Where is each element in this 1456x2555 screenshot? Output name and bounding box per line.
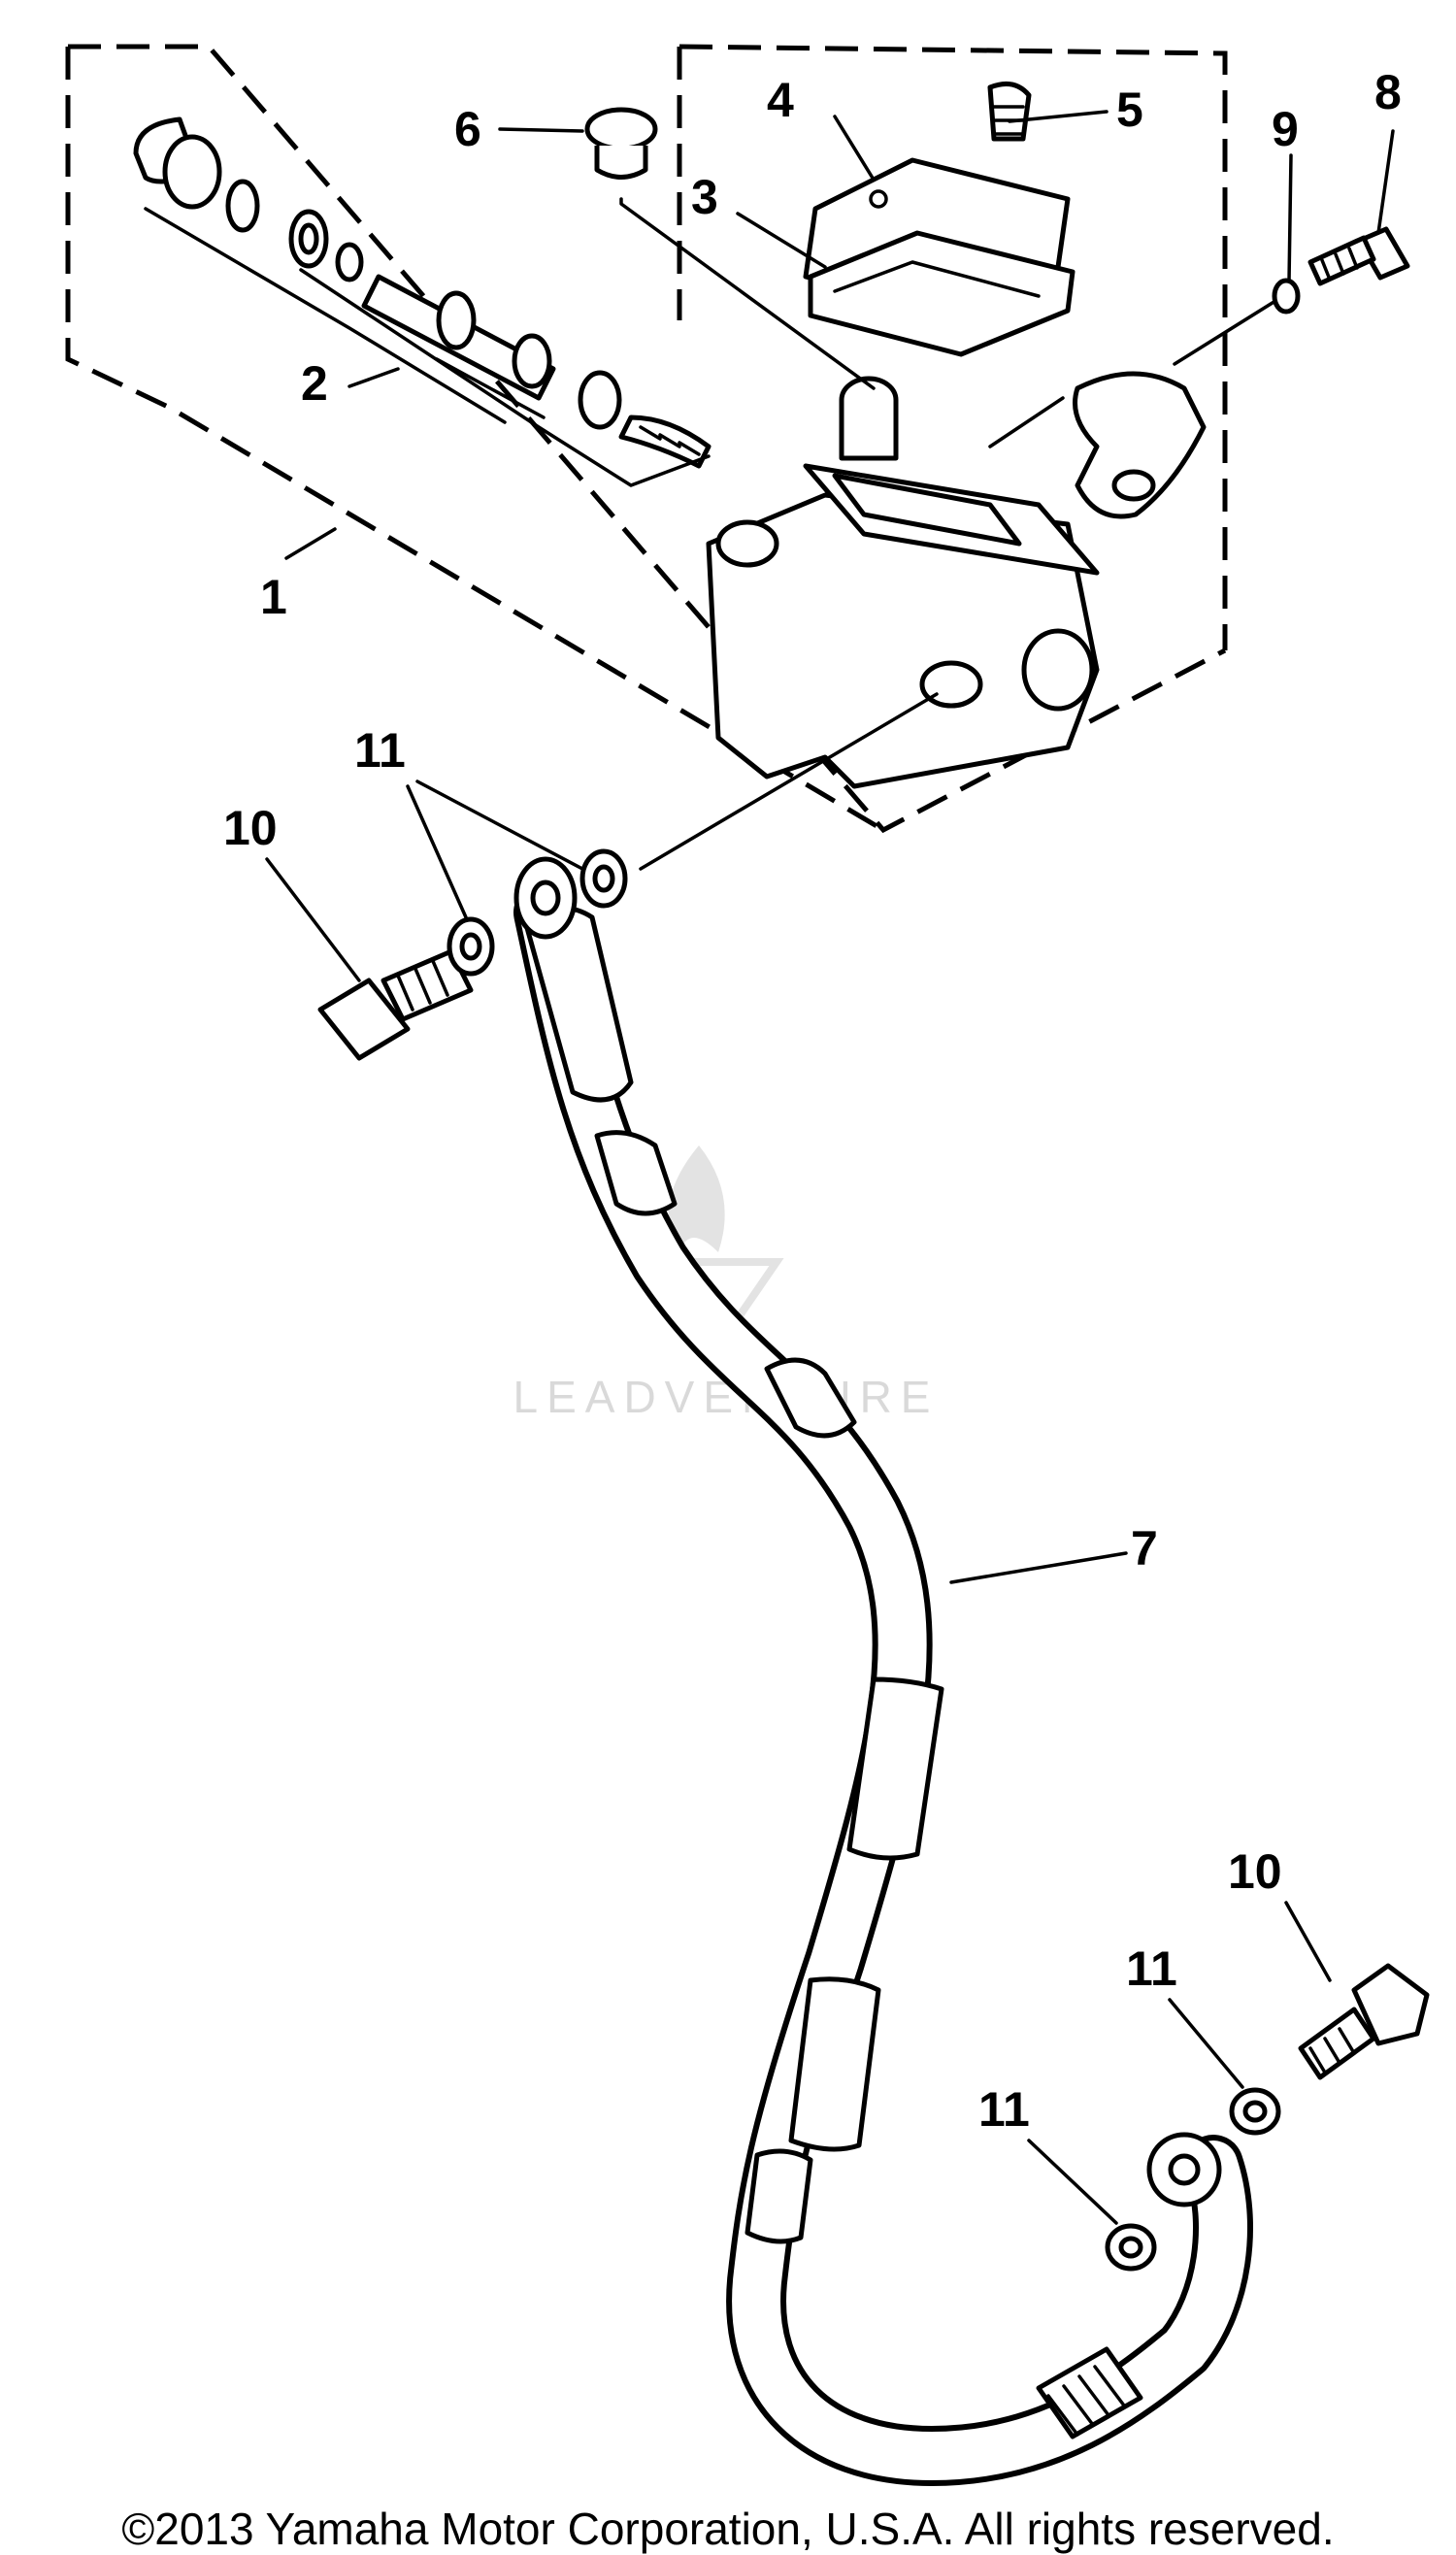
plug xyxy=(584,107,876,390)
piston-kit-leaders xyxy=(144,207,711,487)
washer-9 xyxy=(1272,278,1301,315)
washer-11-top-a xyxy=(447,916,495,977)
callout-11-top: 11 xyxy=(354,723,406,778)
callout-6: 6 xyxy=(454,102,481,156)
callouts: 1 2 3 4 5 6 7 8 9 10 10 11 11 11 xyxy=(223,65,1402,2137)
callout-11-bottom-b: 11 xyxy=(978,2082,1030,2137)
callout-8: 8 xyxy=(1374,65,1402,119)
bolt-8 xyxy=(1307,226,1410,286)
callout-leaders xyxy=(265,110,1395,2225)
callout-11-bottom-a: 11 xyxy=(1126,1941,1177,1996)
callout-9: 9 xyxy=(1272,102,1299,156)
master-cylinder-body xyxy=(706,376,1100,789)
callout-3: 3 xyxy=(691,170,718,224)
brake-hose xyxy=(513,856,1253,2487)
washer-11-bottom-b xyxy=(1105,2223,1157,2272)
union-bolt-bottom xyxy=(1298,1963,1430,2080)
callout-10-bottom: 10 xyxy=(1228,1844,1282,1899)
callout-1: 1 xyxy=(260,570,287,624)
washer-11-bottom-a xyxy=(1229,2087,1281,2136)
callout-4: 4 xyxy=(767,73,794,127)
piston-kit xyxy=(133,116,711,469)
reservoir-cap xyxy=(803,81,1075,357)
callout-7: 7 xyxy=(1131,1521,1158,1576)
callout-5: 5 xyxy=(1116,83,1143,137)
assembly-leaders xyxy=(639,692,939,871)
copyright-notice: ©2013 Yamaha Motor Corporation, U.S.A. A… xyxy=(121,2504,1335,2554)
union-bolt-top xyxy=(317,948,474,1061)
washer-11-top-b xyxy=(579,848,628,909)
callout-10-top: 10 xyxy=(223,801,278,855)
holder-clamp xyxy=(988,289,1293,519)
callout-2: 2 xyxy=(301,356,328,411)
